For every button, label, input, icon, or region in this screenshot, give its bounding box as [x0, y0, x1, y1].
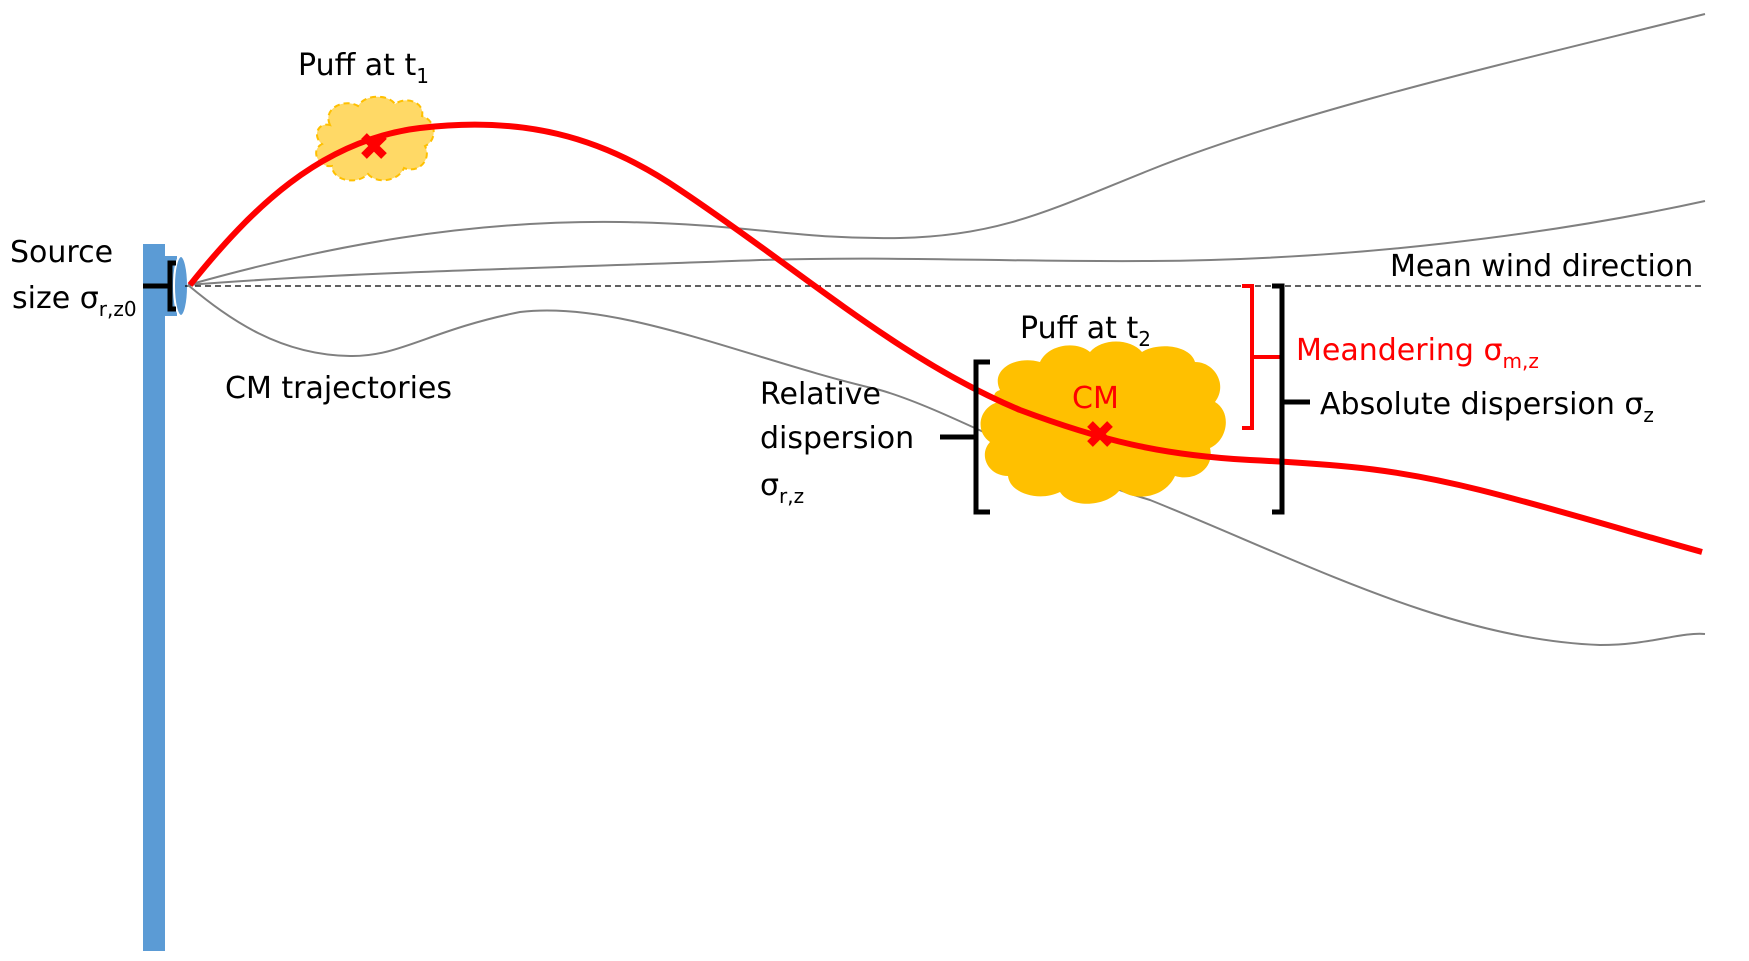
source-subscript: r,z0	[99, 297, 137, 321]
source-label-prefix: size	[12, 281, 80, 316]
source-label-line1: Source	[10, 235, 113, 270]
source-size-bracket	[143, 260, 176, 312]
puff-t2-cloud	[980, 341, 1226, 504]
trajectory-upper	[187, 13, 1706, 286]
absolute-subscript: z	[1643, 403, 1654, 427]
relative-subscript: r,z	[779, 484, 804, 508]
relative-dispersion-line1: Relative	[760, 377, 881, 412]
sigma-symbol: σ	[760, 468, 779, 503]
absolute-dispersion-bracket	[1272, 283, 1310, 515]
cm-label: CM	[1072, 381, 1119, 416]
puff-t1-subscript: 1	[416, 64, 429, 88]
puff-t2-prefix: Puff at t	[1020, 311, 1138, 346]
mean-wind-label: Mean wind direction	[1390, 249, 1693, 284]
puff-t1-prefix: Puff at t	[298, 48, 416, 83]
absolute-prefix: Absolute dispersion	[1320, 387, 1624, 422]
x-mark-icon	[361, 133, 387, 159]
x-mark-icon	[1087, 421, 1113, 447]
puff-t2-subscript: 2	[1138, 327, 1151, 351]
meandering-subscript: m,z	[1503, 349, 1539, 373]
sigma-symbol: σ	[1484, 333, 1503, 368]
cm-trajectories-label: CM trajectories	[225, 371, 452, 406]
relative-dispersion-line3: σr,z	[760, 468, 804, 508]
cm-trajectory-red	[187, 121, 1703, 555]
trajectory-mid-lower	[187, 284, 1706, 647]
stack	[143, 244, 165, 951]
absolute-dispersion-label: Absolute dispersion σz	[1320, 387, 1654, 427]
meandering-label: Meandering σm,z	[1296, 333, 1539, 373]
cm-trajectories	[187, 13, 1706, 647]
source-label-line2: size σr,z0	[12, 281, 137, 321]
relative-dispersion-bracket	[940, 359, 990, 515]
sigma-symbol: σ	[1624, 387, 1643, 422]
relative-dispersion-line2: dispersion	[760, 421, 914, 456]
puff-t1-label: Puff at t1	[298, 48, 429, 88]
sigma-symbol: σ	[80, 281, 99, 316]
meandering-bracket	[1242, 284, 1280, 430]
meandering-prefix: Meandering	[1296, 333, 1484, 368]
puff-t2-label: Puff at t2	[1020, 311, 1151, 351]
trajectory-mid-upper	[187, 200, 1706, 286]
